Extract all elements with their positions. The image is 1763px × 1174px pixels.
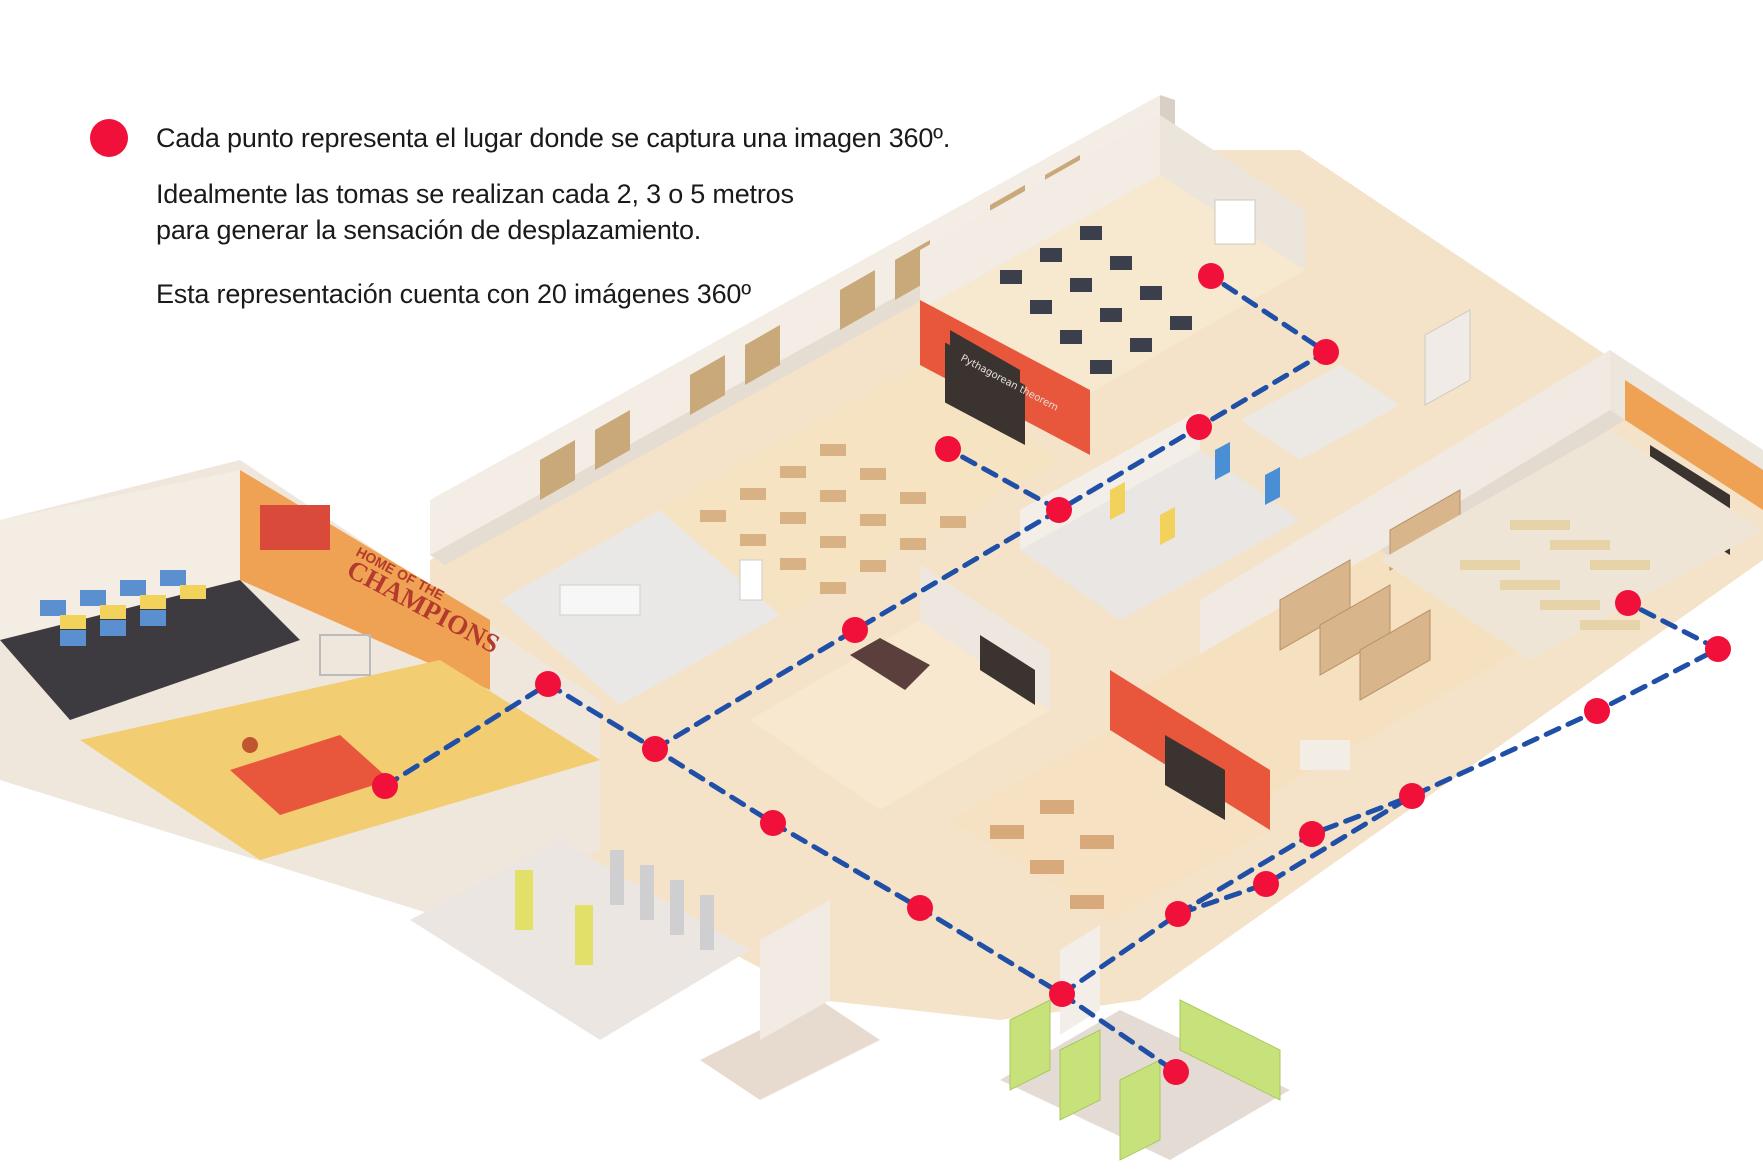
- scoreboard: [260, 505, 330, 550]
- legend: Cada punto representa el lugar donde se …: [90, 118, 990, 312]
- capture-point[interactable]: [1165, 901, 1191, 927]
- capture-point[interactable]: [1399, 783, 1425, 809]
- basketball: [242, 737, 258, 753]
- locker-room: [410, 840, 750, 1040]
- legend-dot-label: Cada punto representa el lugar donde se …: [156, 122, 951, 153]
- piano: [850, 638, 930, 690]
- capture-point[interactable]: [1615, 590, 1641, 616]
- math-classroom: Pythagorean theorem: [640, 300, 1090, 615]
- capture-point[interactable]: [1313, 339, 1339, 365]
- capture-point[interactable]: [760, 810, 786, 836]
- legend-row: Cada punto representa el lugar donde se …: [90, 118, 990, 158]
- capture-point[interactable]: [1584, 698, 1610, 724]
- capture-point[interactable]: [535, 671, 561, 697]
- capture-points: [372, 263, 1731, 1085]
- capture-point[interactable]: [907, 895, 933, 921]
- entrance-north: [1424, 309, 1471, 406]
- capture-point[interactable]: [842, 617, 868, 643]
- capture-point[interactable]: [1705, 636, 1731, 662]
- legend-line-3: Esta representación cuenta con 20 imágen…: [156, 279, 751, 309]
- capture-point[interactable]: [1046, 497, 1072, 523]
- library: [1120, 489, 1520, 800]
- entrance-south: [700, 900, 880, 1100]
- legend-line-1: Idealmente las tomas se realizan cada 2,…: [156, 179, 794, 209]
- office: [500, 510, 780, 705]
- east-classroom: [1380, 430, 1763, 660]
- capture-point[interactable]: [1198, 263, 1224, 289]
- legend-line-2: para generar la sensación de desplazamie…: [156, 215, 702, 245]
- music-room: [750, 565, 1050, 810]
- legend-paragraph-count: Esta representación cuenta con 20 imágen…: [156, 276, 990, 312]
- legend-paragraph-spacing: Idealmente las tomas se realizan cada 2,…: [156, 176, 990, 248]
- capture-point[interactable]: [1253, 871, 1279, 897]
- capture-point-dot-icon: [90, 119, 128, 157]
- art-room: [950, 670, 1270, 920]
- capture-point[interactable]: [1049, 981, 1075, 1007]
- capture-point[interactable]: [372, 773, 398, 799]
- art-board: [1165, 735, 1225, 820]
- path-math-branch: [945, 446, 1062, 513]
- capture-point[interactable]: [642, 736, 668, 762]
- courtyard-entrance: [1000, 925, 1290, 1161]
- capture-point[interactable]: [1186, 414, 1212, 440]
- capture-point[interactable]: [935, 436, 961, 462]
- chalkboard: [950, 330, 1020, 420]
- capture-point[interactable]: [1163, 1059, 1189, 1085]
- capture-point[interactable]: [1299, 821, 1325, 847]
- path-main-corridor: [652, 273, 1331, 752]
